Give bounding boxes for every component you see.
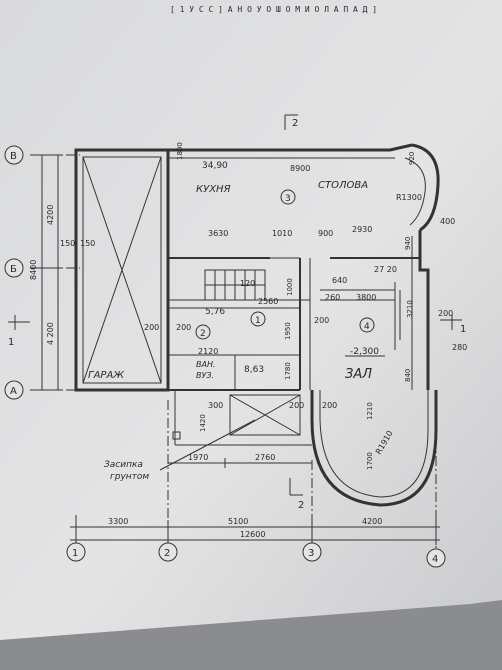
dim-640: 640 — [332, 276, 347, 285]
radius-1300: R1300 — [396, 193, 422, 202]
dim-1950: 1950 — [284, 322, 292, 340]
area-bath: 8,63 — [244, 365, 264, 375]
dim-150: 150 — [60, 239, 75, 248]
dim-2560: 2560 — [258, 297, 278, 306]
dim-2930: 2930 — [352, 225, 372, 234]
axis-col-3: 3 — [308, 548, 314, 559]
dim-bottom-3300: 3300 — [108, 517, 128, 526]
dim-bottom-5100: 5100 — [228, 517, 248, 526]
room-number-2: 2 — [200, 329, 206, 339]
dim-940: 940 — [404, 237, 412, 250]
room-number-4: 4 — [364, 322, 370, 332]
axis-row-a: А — [10, 386, 17, 397]
axis-col-1: 1 — [72, 548, 78, 559]
axis-row-b: Б — [10, 264, 17, 275]
area-room1: 5,76 — [205, 307, 225, 317]
room-number-3: 3 — [285, 194, 291, 204]
dim-1420: 1420 — [199, 414, 207, 432]
room-garage: ГАРАЖ — [88, 370, 125, 381]
dim-200-c: 200 — [289, 401, 304, 410]
dim-200-b: 200 — [176, 323, 191, 332]
dim-280: 280 — [452, 343, 467, 352]
dim-bottom-total: 12600 — [240, 530, 265, 539]
dim-1210: 1210 — [366, 402, 374, 420]
dim-150-b: 150 — [80, 239, 95, 248]
room-bath: ВАН. — [196, 360, 216, 369]
dim-bottom-4200: 4200 — [362, 517, 382, 526]
dim-left-lower: 4 200 — [46, 322, 55, 345]
axis-col-2: 2 — [164, 548, 170, 559]
dim-3800: 3800 — [356, 293, 376, 302]
room-hall: ЗАЛ — [345, 367, 372, 382]
note-fill-line1: Засипка — [104, 460, 143, 470]
axis-row-v: В — [10, 151, 17, 162]
section-bottom-label: 2 — [298, 500, 304, 511]
room-wc: ВУЗ. — [196, 371, 214, 380]
dim-2720: 27 20 — [374, 265, 397, 274]
note-fill-line2: грунтом — [110, 472, 149, 482]
section-top-label: 2 — [292, 118, 298, 129]
section-left-label: 1 — [8, 337, 14, 348]
dim-1000: 1000 — [286, 278, 294, 296]
dim-8900: 8900 — [290, 164, 310, 173]
dim-920: 920 — [408, 152, 416, 165]
header-text: [ 1 У С С ] А Н О У О Ш О М И О Л А П А … — [170, 5, 377, 14]
axis-col-4: 4 — [432, 554, 438, 565]
dim-300: 300 — [208, 401, 223, 410]
section-right-label: 1 — [460, 324, 466, 335]
area-kitchen: 34,90 — [202, 161, 228, 171]
dim-200-e: 200 — [314, 316, 329, 325]
dim-900: 900 — [318, 229, 333, 238]
dim-1700: 1700 — [366, 452, 374, 470]
dim-400: 400 — [440, 217, 455, 226]
dim-left-total: 8400 — [29, 260, 38, 280]
dim-260: 260 — [325, 293, 340, 302]
dim-1800: 1800 — [176, 142, 184, 160]
room-number-1: 1 — [255, 316, 261, 326]
dim-840: 840 — [404, 369, 412, 382]
dim-120: 120 — [240, 279, 255, 288]
dim-1780: 1780 — [284, 362, 292, 380]
dim-3210: 3210 — [406, 300, 414, 318]
dim-3630: 3630 — [208, 229, 228, 238]
room-kitchen: КУХНЯ — [196, 184, 231, 195]
dim-200-d: 200 — [322, 401, 337, 410]
dim-200-f: 200 — [438, 309, 453, 318]
dim-2120: 2120 — [198, 347, 218, 356]
dim-1010: 1010 — [272, 229, 292, 238]
dim-left-upper: 4200 — [46, 205, 55, 225]
dim-200-a: 200 — [144, 323, 159, 332]
dim-bottom-1970: 1970 — [188, 453, 208, 462]
dim-bottom-2760: 2760 — [255, 453, 275, 462]
level-mark: -2,300 — [350, 347, 379, 357]
room-dining: СТОЛОВА — [318, 180, 368, 191]
